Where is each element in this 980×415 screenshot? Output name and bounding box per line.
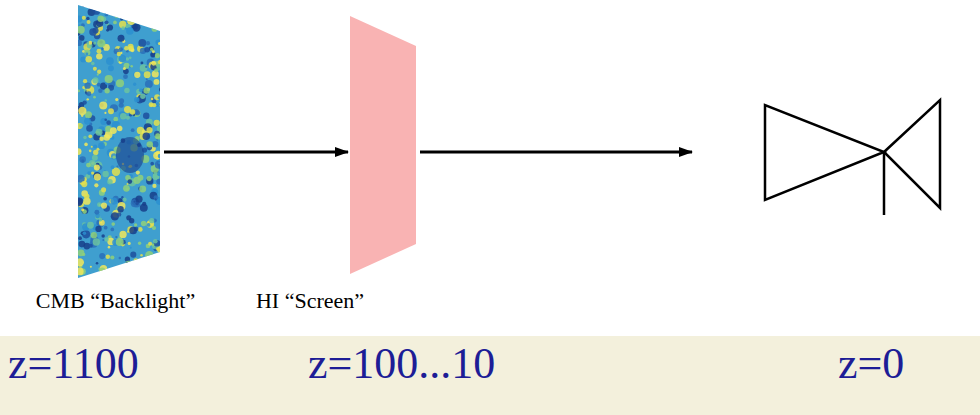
- white-panel: [0, 0, 980, 336]
- panel-caption: CMB “Backlight”: [8, 288, 223, 314]
- redshift-label: z=1100: [8, 338, 139, 389]
- antenna-symbol: [765, 100, 940, 215]
- panel-node: CMB “Backlight”: [8, 0, 223, 336]
- arrow-connector: [164, 151, 348, 154]
- panel-caption: HI “Screen”: [225, 288, 395, 314]
- outgoing-arrow: [420, 151, 692, 154]
- panel-node: HI “Screen”: [225, 0, 425, 336]
- redshift-label: z=100...10: [308, 338, 495, 389]
- cmb-map: [78, 5, 162, 280]
- hi-screen: [350, 16, 418, 276]
- redshift-label: z=0: [838, 338, 904, 389]
